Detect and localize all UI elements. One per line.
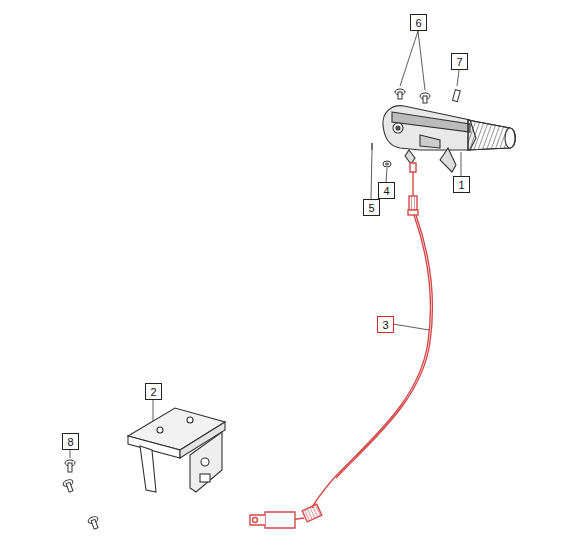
illustration-part xyxy=(412,172,413,196)
illustration-part xyxy=(453,90,461,102)
illustration-part xyxy=(66,482,73,492)
callout-number: 1 xyxy=(458,179,464,191)
illustration-part xyxy=(468,120,515,150)
illustration-part xyxy=(410,163,416,172)
illustration-part xyxy=(302,504,322,522)
illustration-part xyxy=(265,512,295,528)
callout-box: 1 xyxy=(453,176,470,193)
illustration-part xyxy=(457,70,459,86)
bolt xyxy=(62,460,98,529)
brake-cable xyxy=(250,163,432,528)
illustration-part xyxy=(383,161,391,167)
illustration-part xyxy=(200,474,210,482)
illustration-part xyxy=(386,163,389,165)
clip-washer xyxy=(383,161,391,167)
callout-box: 8 xyxy=(62,433,79,450)
illustration-part xyxy=(140,446,156,492)
illustration-part xyxy=(423,96,427,103)
callout-number: 3 xyxy=(382,319,388,331)
illustration-part xyxy=(440,148,456,172)
illustration-part xyxy=(400,31,418,86)
illustration-part xyxy=(398,92,402,99)
illustration-part xyxy=(405,150,415,164)
parking-brake-lever xyxy=(383,106,515,172)
illustration-part xyxy=(409,196,417,210)
illustration-part xyxy=(461,152,462,176)
illustration-part xyxy=(128,436,180,458)
pin xyxy=(453,90,461,102)
callout-box: 6 xyxy=(410,14,427,31)
callout-box: 4 xyxy=(378,182,395,199)
illustration-part xyxy=(253,518,258,523)
illustration-part xyxy=(312,215,430,508)
illustration-part xyxy=(250,515,265,525)
leader-lines xyxy=(70,31,461,458)
illustration-part xyxy=(418,31,425,90)
illustration-part xyxy=(392,112,470,132)
illustration-part xyxy=(393,123,403,133)
illustration-part xyxy=(187,417,193,423)
callout-number: 4 xyxy=(383,185,389,197)
illustration-part xyxy=(201,458,209,466)
callout-box: 7 xyxy=(451,53,468,70)
illustration-part xyxy=(386,168,387,182)
illustration-part xyxy=(468,120,515,150)
mounting-bracket xyxy=(128,408,225,492)
callout-number: 7 xyxy=(456,56,462,68)
callout-number: 8 xyxy=(67,436,73,448)
illustration-part xyxy=(157,427,163,433)
cotter-pin xyxy=(371,143,372,150)
illustration-part xyxy=(383,106,476,150)
callout-number: 6 xyxy=(415,17,421,29)
illustration-part xyxy=(371,150,372,199)
illustration-part xyxy=(396,126,400,130)
illustration-part xyxy=(70,450,71,458)
illustration-part xyxy=(336,215,432,478)
callout-box: 3 xyxy=(377,316,394,333)
illustration-part xyxy=(420,135,440,148)
callout-number: 2 xyxy=(150,386,156,398)
screw xyxy=(395,89,430,103)
illustration-part xyxy=(190,432,222,492)
callout-box: 5 xyxy=(363,199,380,216)
illustration-part xyxy=(505,128,515,148)
illustration-part xyxy=(91,519,98,529)
illustration-part xyxy=(393,324,429,330)
illustration-part xyxy=(68,463,72,472)
callout-box: 2 xyxy=(145,383,162,400)
illustration-part xyxy=(408,210,418,215)
callout-number: 5 xyxy=(368,202,374,214)
